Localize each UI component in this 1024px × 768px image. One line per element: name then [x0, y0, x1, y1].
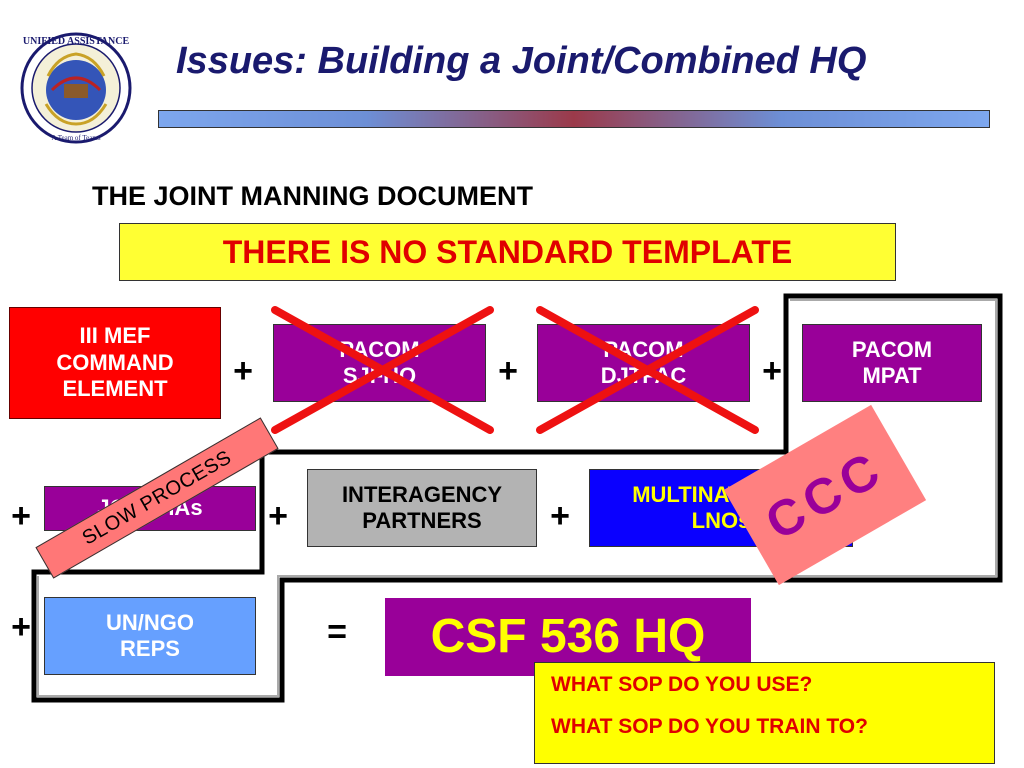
box-line: DJTFAC [600, 363, 687, 388]
box-line: MPAT [862, 363, 922, 388]
plus-operator: + [550, 497, 570, 535]
box-line: SJFHQ [342, 363, 417, 388]
iii-mef-command-element-box: III MEF COMMAND ELEMENT [9, 307, 221, 419]
box-line: ELEMENT [62, 376, 168, 402]
box-line: PACOM [851, 336, 933, 362]
box-line: PARTNERS [362, 508, 482, 533]
no-template-banner: THERE IS NO STANDARD TEMPLATE [119, 223, 896, 281]
plus-operator: + [268, 497, 288, 535]
pacom-sjfhq-box: PACOM SJFHQ [273, 324, 486, 402]
box-line: UN/NGO [106, 609, 194, 635]
section-heading: THE JOINT MANNING DOCUMENT [92, 181, 533, 211]
pacom-mpat-box: PACOM MPAT [802, 324, 982, 402]
box-line: PACOM [603, 336, 684, 362]
question-item: WHAT SOP DO YOU TRAIN TO? [551, 715, 868, 738]
box-line: PACOM [339, 336, 420, 362]
unified-assistance-logo: UNIFIED ASSISTANCE A Team of Teams [18, 26, 134, 150]
equals-operator: = [327, 613, 347, 651]
pacom-djtfac-box: PACOM DJTFAC [537, 324, 750, 402]
logo-top-text: UNIFIED ASSISTANCE [23, 36, 130, 47]
plus-operator: + [762, 352, 782, 390]
plus-operator: + [498, 352, 518, 390]
plus-operator: + [11, 608, 31, 646]
box-line: III MEF [79, 323, 151, 349]
interagency-partners-box: INTERAGENCY PARTNERS [307, 469, 537, 547]
page-title: Issues: Building a Joint/Combined HQ [176, 40, 867, 82]
title-underline-bar [158, 110, 990, 128]
plus-operator: + [233, 352, 253, 390]
ccc-tag: CCC [723, 404, 927, 586]
box-line: INTERAGENCY [341, 481, 503, 507]
box-line: REPS [120, 636, 180, 661]
ccc-label: CCC [756, 439, 894, 551]
box-line: COMMAND [56, 349, 174, 375]
sop-questions-box: WHAT SOP DO YOU USE? WHAT SOP DO YOU TRA… [534, 662, 995, 764]
question-item: WHAT SOP DO YOU USE? [551, 673, 813, 696]
logo-emblem-icon: UNIFIED ASSISTANCE A Team of Teams [20, 32, 132, 144]
plus-operator: + [11, 497, 31, 535]
logo-motto-text: A Team of Teams [51, 134, 100, 142]
un-ngo-reps-box: UN/NGO REPS [44, 597, 256, 675]
